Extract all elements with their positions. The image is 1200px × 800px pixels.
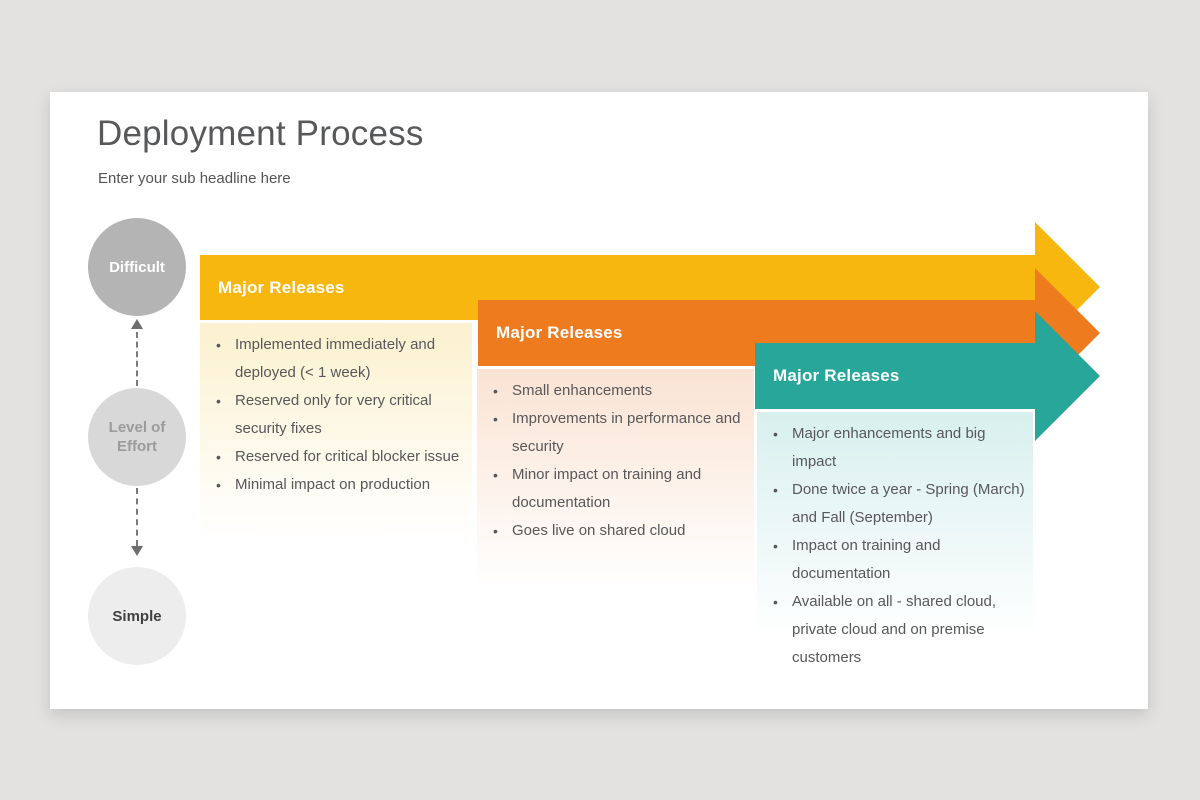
list-item: Reserved for critical blocker issue xyxy=(214,443,466,471)
list-item: Done twice a year - Spring (March) and F… xyxy=(771,476,1027,532)
bullet-list-1: Implemented immediately and deployed (< … xyxy=(200,323,472,499)
dashed-connector-bottom xyxy=(136,488,138,546)
list-item: Small enhancements xyxy=(491,377,748,405)
list-item: Goes live on shared cloud xyxy=(491,517,748,545)
effort-circle-simple: Simple xyxy=(88,567,186,665)
bullet-list-3: Major enhancements and big impact Done t… xyxy=(757,412,1033,672)
list-item: Major enhancements and big impact xyxy=(771,420,1027,476)
list-item: Available on all - shared cloud, private… xyxy=(771,588,1027,672)
list-item: Reserved only for very critical security… xyxy=(214,387,466,443)
arrowhead-right-icon xyxy=(1035,311,1100,441)
release-band-title: Major Releases xyxy=(496,323,623,342)
arrow-down-icon xyxy=(131,546,143,556)
list-item: Impact on training and documentation xyxy=(771,532,1027,588)
page-title: Deployment Process xyxy=(97,114,424,153)
effort-circle-level-of-effort: Level of Effort xyxy=(88,388,186,486)
list-item: Implemented immediately and deployed (< … xyxy=(214,331,466,387)
effort-circle-label: Level of Effort xyxy=(108,419,166,455)
list-item: Improvements in performance and security xyxy=(491,405,748,461)
slide: Deployment Process Enter your sub headli… xyxy=(50,92,1148,709)
arrow-up-icon xyxy=(131,319,143,329)
release-panel-2: Small enhancements Improvements in perfo… xyxy=(477,369,754,607)
release-band-title: Major Releases xyxy=(773,366,900,385)
effort-circle-label: Difficult xyxy=(109,258,165,276)
effort-circle-difficult: Difficult xyxy=(88,218,186,316)
release-panel-1: Implemented immediately and deployed (< … xyxy=(200,323,472,559)
list-item: Minor impact on training and documentati… xyxy=(491,461,748,517)
list-item: Minimal impact on production xyxy=(214,471,466,499)
page-subtitle: Enter your sub headline here xyxy=(98,170,291,187)
release-band-3: Major Releases xyxy=(755,343,1035,409)
dashed-connector-top xyxy=(136,332,138,386)
release-band-title: Major Releases xyxy=(218,277,345,297)
release-panel-3: Major enhancements and big impact Done t… xyxy=(757,412,1033,666)
bullet-list-2: Small enhancements Improvements in perfo… xyxy=(477,369,754,545)
effort-circle-label: Simple xyxy=(112,607,162,625)
